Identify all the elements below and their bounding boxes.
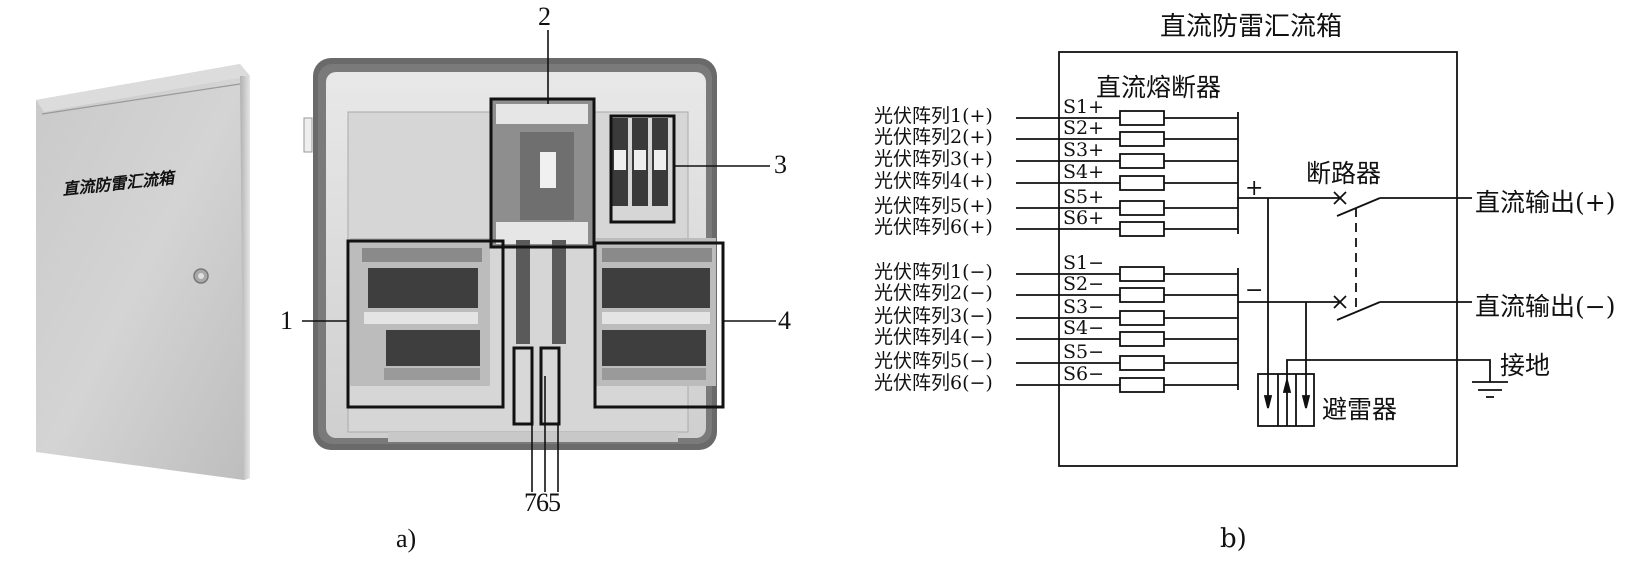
neg-string-label: S1− [1063, 252, 1105, 274]
fuse-neg-5 [1119, 355, 1165, 371]
fuse-pos-1 [1119, 110, 1165, 126]
pos-array-label: 光伏阵列4(+) [874, 170, 993, 192]
door-hinge [303, 117, 313, 153]
neg-array-label: 光伏阵列6(−) [874, 372, 993, 394]
breaker-blade-plus [1336, 197, 1381, 217]
ground-label: 接地 [1500, 351, 1551, 380]
fuse-pos-2 [1119, 131, 1165, 147]
pos-string-label: S4+ [1063, 161, 1105, 183]
caption-a: a) [396, 524, 417, 553]
closed-combiner-box-photo [36, 64, 250, 480]
fuse-neg-3 [1119, 310, 1165, 326]
lock-keyhole [198, 273, 204, 279]
callout-box-4 [593, 241, 725, 409]
neg-string-label: S3− [1063, 296, 1105, 318]
neg-array-label: 光伏阵列3(−) [874, 305, 993, 327]
arrow-down-icon [1301, 395, 1311, 409]
fuse-pos-5 [1119, 200, 1165, 216]
box-door [36, 64, 250, 480]
box-side [240, 76, 250, 480]
terminal-block-5 [539, 346, 561, 426]
fuse-boxes [1119, 110, 1165, 393]
pos-string-label: S2+ [1063, 117, 1105, 139]
box-top-edge [36, 64, 250, 112]
pos-array-label: 光伏阵列2(+) [874, 126, 993, 148]
neg-string-label: S4− [1063, 317, 1105, 339]
pos-array-label: 光伏阵列6(+) [874, 216, 993, 238]
neg-array-label: 光伏阵列4(−) [874, 326, 993, 348]
arrester-label: 避雷器 [1322, 395, 1398, 424]
open-combiner-box-photo [302, 30, 776, 492]
ground-bar [388, 432, 678, 442]
breaker-bottom-terminals [496, 222, 588, 244]
surge-arrester [1257, 373, 1315, 427]
callout-label-2: 2 [538, 2, 551, 31]
output-minus-label: 直流输出(−) [1475, 292, 1616, 321]
neg-string-label: S2− [1063, 273, 1105, 295]
fuse-neg-4 [1119, 331, 1165, 347]
pos-array-label: 光伏阵列5(+) [874, 195, 993, 217]
right-fuse-bank [596, 238, 716, 386]
bus-minus-label: − [1245, 278, 1264, 303]
breaker-blade-minus [1336, 301, 1381, 321]
spd-fuse-holders [612, 118, 668, 206]
ground-icon [1472, 381, 1508, 398]
fuse-pos-6 [1119, 221, 1165, 237]
breaker-toggle[interactable] [540, 152, 556, 188]
neg-array-label: 光伏阵列2(−) [874, 282, 993, 304]
callout-box-2 [489, 97, 596, 249]
left-fuse-bank [350, 238, 490, 386]
breaker-label: 断路器 [1306, 159, 1382, 188]
neg-array-label: 光伏阵列5(−) [874, 350, 993, 372]
terminal-block-7 [512, 346, 534, 426]
caption-b: b) [1220, 524, 1247, 554]
breaker-top-terminals [496, 104, 588, 124]
fuse-neg-1 [1119, 266, 1165, 282]
pos-string-label: S3+ [1063, 139, 1105, 161]
breaker-x-icon [1333, 191, 1347, 309]
bus-bar-left [516, 240, 530, 344]
ground-wire [1286, 359, 1491, 388]
callout-label-765: 765 [524, 488, 561, 517]
fuse-neg-2 [1119, 287, 1165, 303]
fuse-group-label: 直流熔断器 [1096, 73, 1222, 102]
callout-label-4: 4 [778, 306, 791, 335]
output-plus-label: 直流输出(+) [1475, 188, 1616, 217]
combiner-box-outline [1058, 51, 1458, 467]
pos-string-label: S1+ [1063, 96, 1105, 118]
callout-box-1 [346, 239, 505, 409]
bus-bar-right [552, 240, 566, 344]
pos-string-label: S6+ [1063, 207, 1105, 229]
callout-label-1: 1 [280, 306, 293, 335]
fuse-neg-6 [1119, 377, 1165, 393]
fuse-pos-3 [1119, 153, 1165, 169]
door-seam [41, 83, 241, 115]
neg-array-label: 光伏阵列1(−) [874, 261, 993, 283]
fuse-pos-4 [1119, 175, 1165, 191]
neg-string-label: S6− [1063, 363, 1105, 385]
pos-string-label: S5+ [1063, 186, 1105, 208]
callout-label-3: 3 [774, 150, 787, 179]
bus-plus-label: + [1245, 176, 1264, 201]
neg-string-label: S5− [1063, 341, 1105, 363]
pos-array-label: 光伏阵列1(+) [874, 105, 993, 127]
arrow-down-icon [1263, 395, 1273, 409]
callout-box-3 [609, 114, 676, 224]
schematic-title: 直流防雷汇流箱 [1160, 12, 1343, 42]
pos-array-label: 光伏阵列3(+) [874, 148, 993, 170]
